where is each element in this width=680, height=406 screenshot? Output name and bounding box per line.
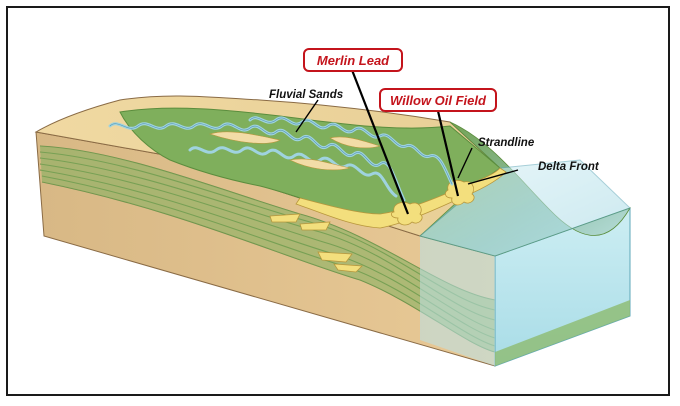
sand-lenses xyxy=(269,213,363,273)
leader-lines xyxy=(295,69,519,215)
willow-oil-field-callout-box xyxy=(379,88,497,112)
strandline-label: Strandline xyxy=(478,137,535,149)
strata-greens xyxy=(40,146,495,352)
fluvial-sands-label: Fluvial Sands xyxy=(269,89,343,101)
strandline-band xyxy=(295,167,507,229)
river-outlines xyxy=(109,117,453,201)
ocean-front-face xyxy=(420,236,495,366)
ocean-surface xyxy=(418,159,631,257)
willow-oil-field-label: Willow Oil Field xyxy=(390,93,487,108)
delta-front-label: Delta Front xyxy=(538,161,600,173)
merlin-lead-label: Merlin Lead xyxy=(317,53,390,68)
seafloor-band xyxy=(495,300,630,366)
fluvial-sand-patches xyxy=(209,131,382,171)
merlin-lead-callout-box xyxy=(303,48,403,72)
